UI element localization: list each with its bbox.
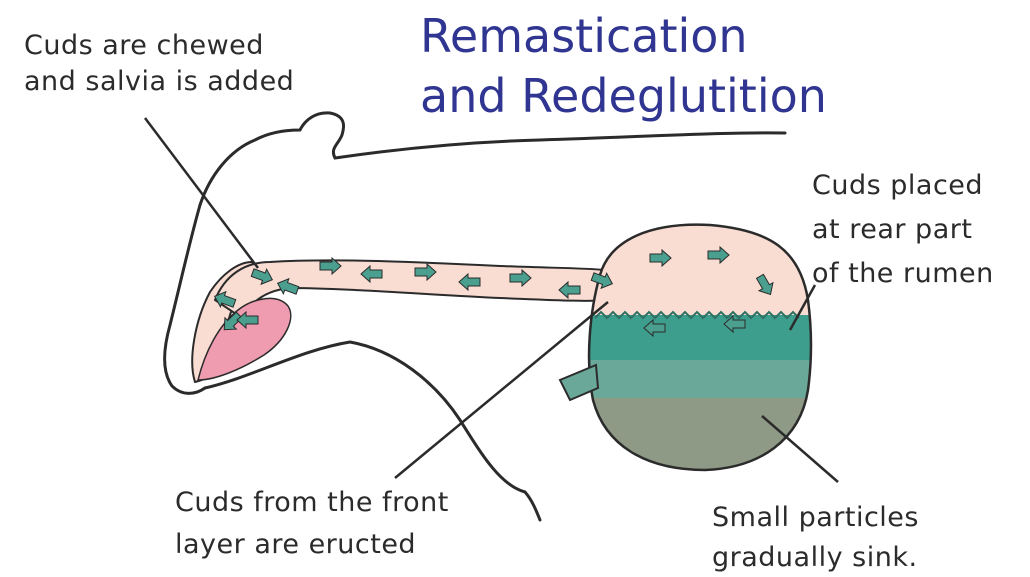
title-line-2: and Redeglutition (420, 66, 827, 126)
rumen (560, 215, 820, 478)
label-chewed: Cuds are chewed and salvia is added (24, 28, 294, 100)
title-line-1: Remastication (420, 6, 827, 66)
label-eructed-line-1: Cuds from the front (175, 482, 449, 524)
label-sink: Small particles gradually sink. (712, 498, 919, 577)
leader-chewed (145, 118, 258, 268)
label-chewed-line-2: and salvia is added (24, 64, 294, 100)
cow-head-back-outline (200, 113, 785, 205)
label-eructed-line-2: layer are eructed (175, 524, 449, 566)
label-eructed: Cuds from the front layer are eructed (175, 482, 449, 566)
label-rear: Cuds placed at rear part of the rumen (812, 164, 994, 296)
rumen-layer-1 (580, 315, 820, 360)
rumen-top-layer (580, 215, 820, 315)
rumen-layer-2 (580, 360, 820, 398)
label-chewed-line-1: Cuds are chewed (24, 28, 294, 64)
label-rear-line-1: Cuds placed (812, 164, 994, 208)
label-sink-line-2: gradually sink. (712, 538, 919, 577)
label-sink-line-1: Small particles (712, 498, 919, 538)
diagram-title: Remastication and Redeglutition (420, 6, 827, 126)
label-rear-line-3: of the rumen (812, 252, 994, 296)
label-rear-line-2: at rear part (812, 208, 994, 252)
